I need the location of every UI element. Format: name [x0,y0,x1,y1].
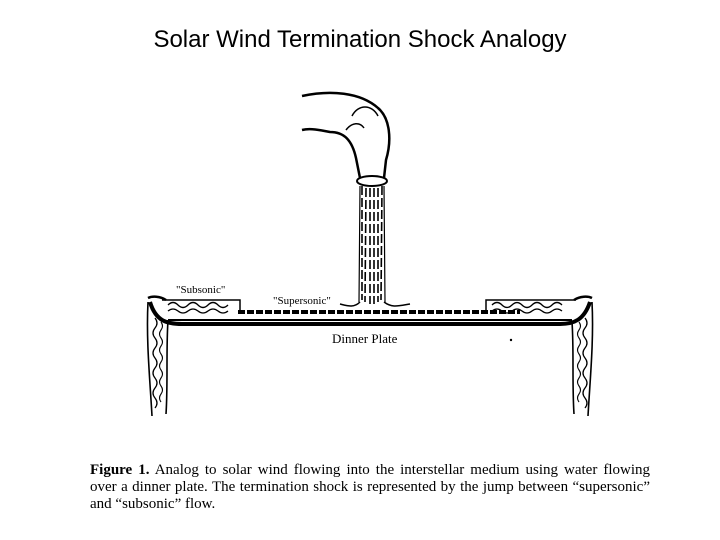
stray-dot [509,338,513,342]
splash-right [383,301,411,307]
water-stream [358,185,386,304]
overflow-left [146,301,169,417]
dinner-plate [148,301,592,326]
label-supersonic: "Supersonic" [273,295,331,307]
splash-left [339,301,361,307]
label-subsonic: "Subsonic" [176,284,225,296]
overflow-right [571,301,594,417]
faucet-pipe [301,91,391,180]
slide-title: Solar Wind Termination Shock Analogy [153,26,567,53]
plate-rim-right [573,295,593,302]
subsonic-region-left [162,299,241,314]
figure-caption: Figure 1. Analog to solar wind flowing i… [90,462,650,513]
label-dinner-plate: Dinner Plate [332,331,398,346]
figure-label: Figure 1. [90,462,150,478]
faucet-mouth [356,175,388,187]
caption-text: Analog to solar wind flowing into the in… [90,462,650,512]
plate-rim-left [147,295,167,302]
subsonic-region-right [485,299,576,314]
faucet-shading [345,106,379,131]
